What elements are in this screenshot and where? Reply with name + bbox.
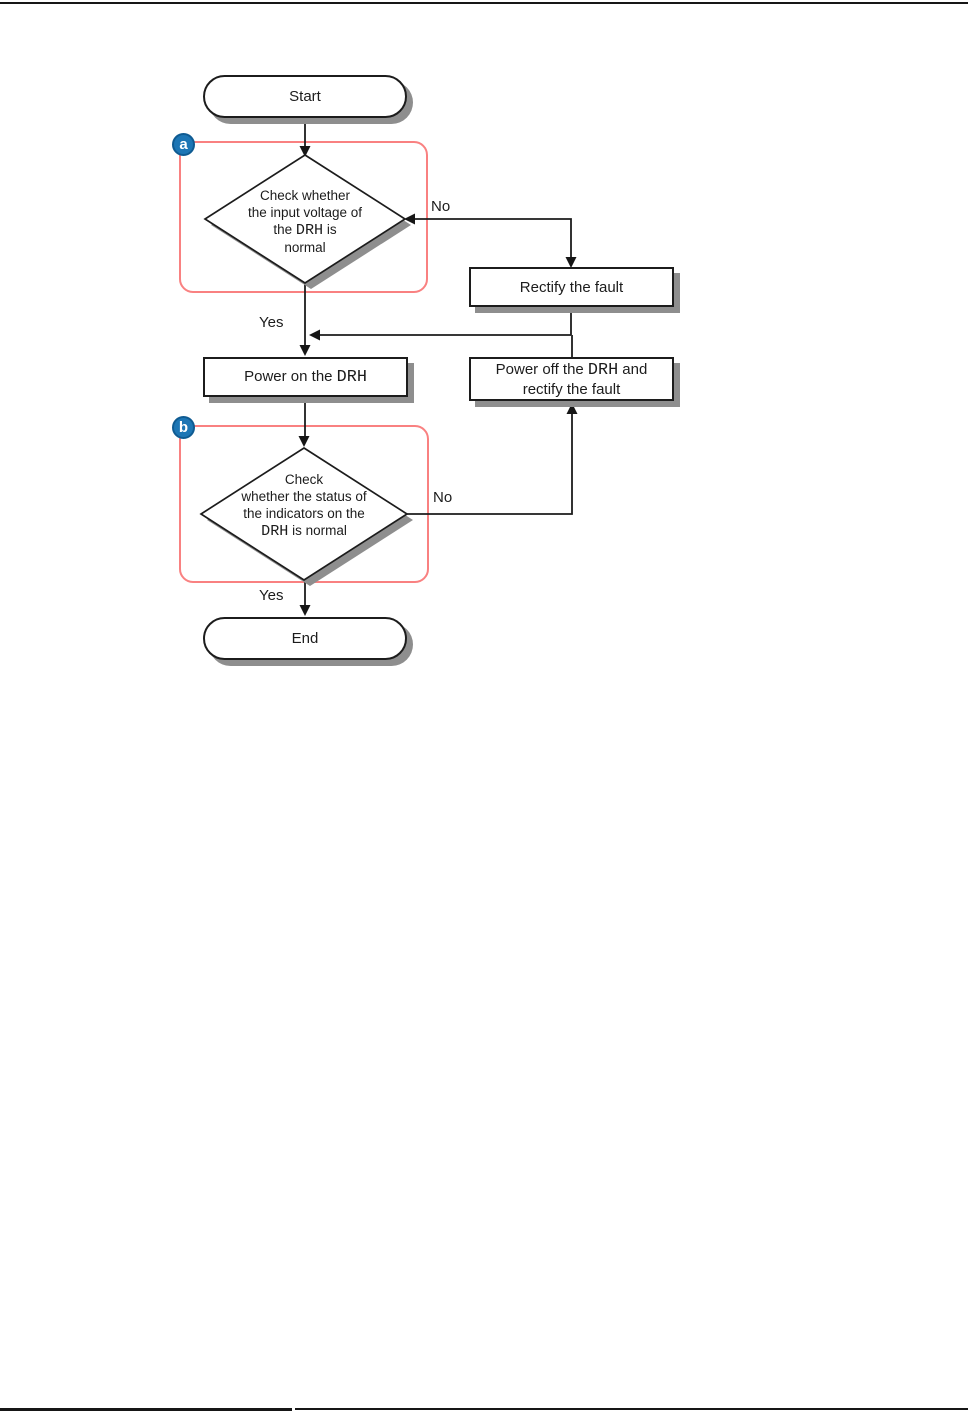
- arrowhead-into-rectify: [565, 257, 577, 268]
- rectify-fault-label: Rectify the fault: [519, 278, 624, 296]
- power-off-line2: rectify the fault: [522, 380, 621, 398]
- arrowhead-into-end: [299, 605, 311, 616]
- end-node: End: [203, 617, 407, 660]
- arrowhead-into-decision-b: [298, 436, 310, 447]
- power-on-label: Power on the DRH: [244, 367, 367, 387]
- start-node: Start: [203, 75, 407, 118]
- group-badge-a: a: [172, 133, 195, 156]
- decision-b-line4-post: is normal: [288, 523, 347, 538]
- group-badge-b: b: [172, 416, 195, 439]
- connector-no-b-to-power-off: [407, 414, 573, 515]
- arrowhead-merge-left: [309, 329, 320, 341]
- decision-a-diamond: [203, 153, 407, 285]
- group-frame-a: [179, 141, 428, 293]
- group-badge-b-letter: b: [178, 419, 189, 436]
- footer-rule-right: [295, 1408, 968, 1410]
- decision-b-diamond: [199, 446, 409, 582]
- decision-a-line3: the DRH is: [205, 221, 405, 239]
- label-yes-a: Yes: [259, 314, 284, 331]
- decision-a-line2: the input voltage of: [247, 205, 363, 220]
- power-off-line1-post: and: [618, 360, 648, 378]
- decision-a-line3-post: is: [323, 222, 337, 237]
- end-label: End: [291, 630, 319, 647]
- start-label: Start: [289, 88, 321, 105]
- decision-b-line3: the indicators on the: [243, 506, 365, 521]
- power-off-line1-drh: DRH: [587, 360, 619, 380]
- decision-b-line4-drh: DRH: [261, 522, 289, 540]
- power-on-node: Power on the DRH: [203, 357, 408, 397]
- decision-a-text: Check whether the input voltage of the D…: [205, 187, 405, 256]
- flowchart-canvas: [199, 118, 578, 616]
- decision-b-line4: DRH is normal: [197, 522, 411, 540]
- arrowhead-into-decision-a-right: [404, 213, 415, 225]
- power-on-pre: Power on the: [244, 368, 337, 385]
- power-off-line1: Power off the DRH and: [495, 360, 648, 380]
- power-off-label: Power off the DRH and rectify the fault: [496, 360, 648, 399]
- rectify-fault-node: Rectify the fault: [469, 267, 674, 307]
- arrowhead-into-decision-a: [299, 146, 311, 157]
- connector-no-a-to-rectify: [414, 218, 572, 257]
- top-page-rule: [0, 2, 968, 4]
- label-no-a: No: [431, 198, 451, 215]
- decision-b-text: Check whether the status of the indicato…: [197, 471, 411, 540]
- arrowhead-into-power-off: [566, 403, 578, 414]
- decision-b-line1: Check: [284, 472, 324, 487]
- label-no-b: No: [433, 489, 453, 506]
- footer-rule-left: [0, 1408, 292, 1411]
- decision-a-line1: Check whether: [259, 188, 351, 203]
- group-badge-a-letter: a: [179, 136, 188, 153]
- decision-a-line4: normal: [284, 240, 326, 255]
- decision-b-line2: whether the status of: [241, 489, 367, 504]
- power-off-node: Power off the DRH and rectify the fault: [469, 357, 674, 401]
- label-yes-b: Yes: [259, 587, 284, 604]
- decision-a-line3-pre: the: [273, 222, 296, 237]
- power-on-drh: DRH: [336, 368, 367, 387]
- arrowhead-into-power-on: [299, 345, 311, 356]
- decision-a-line3-drh: DRH: [295, 221, 324, 239]
- power-off-line1-pre: Power off the: [495, 360, 588, 378]
